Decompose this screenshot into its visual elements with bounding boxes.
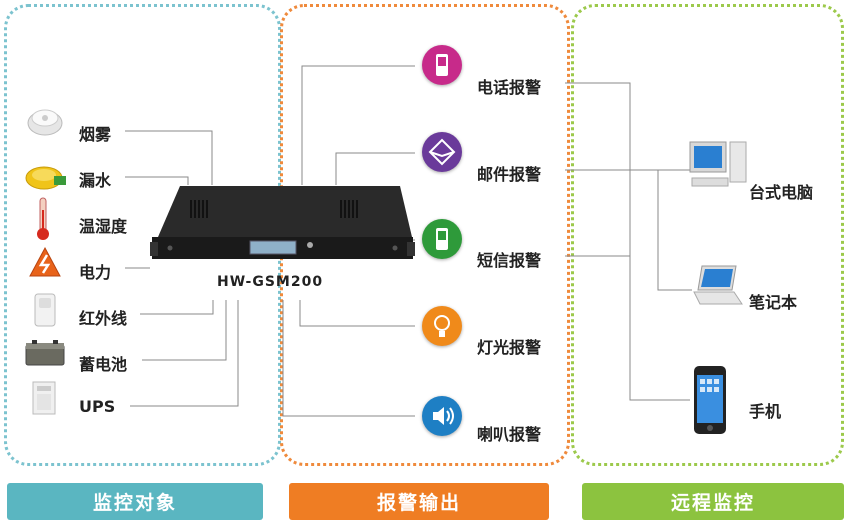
monitor-label-temperature: 温湿度 bbox=[79, 213, 127, 237]
mobile-phone-icon bbox=[692, 364, 728, 436]
remote-label-desktop: 台式电脑 bbox=[749, 179, 813, 203]
gsm-device-image bbox=[150, 182, 415, 272]
section-remote-monitoring: 远程监控 bbox=[582, 483, 844, 520]
battery-icon bbox=[24, 339, 66, 367]
section-monitor-objects: 监控对象 bbox=[7, 483, 263, 520]
alarm-label-email: 邮件报警 bbox=[477, 161, 541, 185]
device-model-label: HW-GSM200 bbox=[217, 274, 323, 290]
thermometer-icon bbox=[35, 196, 51, 242]
monitor-label-smoke: 烟雾 bbox=[79, 121, 111, 145]
alarm-label-light: 灯光报警 bbox=[477, 334, 541, 358]
monitor-label-infrared: 红外线 bbox=[79, 305, 127, 329]
alarm-label-speaker: 喇叭报警 bbox=[477, 421, 541, 445]
water-leak-sensor-icon bbox=[24, 160, 68, 192]
laptop-icon bbox=[692, 264, 744, 308]
speaker-alarm-icon bbox=[422, 396, 462, 436]
monitor-label-power: 电力 bbox=[79, 259, 111, 283]
section-alarm-output: 报警输出 bbox=[289, 483, 549, 520]
power-warning-icon bbox=[28, 246, 62, 278]
remote-label-laptop: 笔记本 bbox=[749, 289, 797, 313]
monitor-label-water: 漏水 bbox=[79, 167, 111, 191]
smoke-detector-icon bbox=[27, 103, 63, 137]
monitor-label-battery: 蓄电池 bbox=[79, 351, 127, 375]
remote-label-phone: 手机 bbox=[749, 398, 781, 422]
desktop-computer-icon bbox=[688, 140, 750, 192]
sms-alarm-icon bbox=[422, 219, 462, 259]
monitor-label-ups: UPS bbox=[79, 397, 115, 416]
email-alarm-icon bbox=[422, 132, 462, 172]
ups-icon bbox=[31, 380, 57, 416]
phone-alarm-icon bbox=[422, 45, 462, 85]
light-alarm-icon bbox=[422, 306, 462, 346]
alarm-label-phone: 电话报警 bbox=[477, 74, 541, 98]
infrared-sensor-icon bbox=[33, 292, 57, 328]
alarm-label-sms: 短信报警 bbox=[477, 247, 541, 271]
